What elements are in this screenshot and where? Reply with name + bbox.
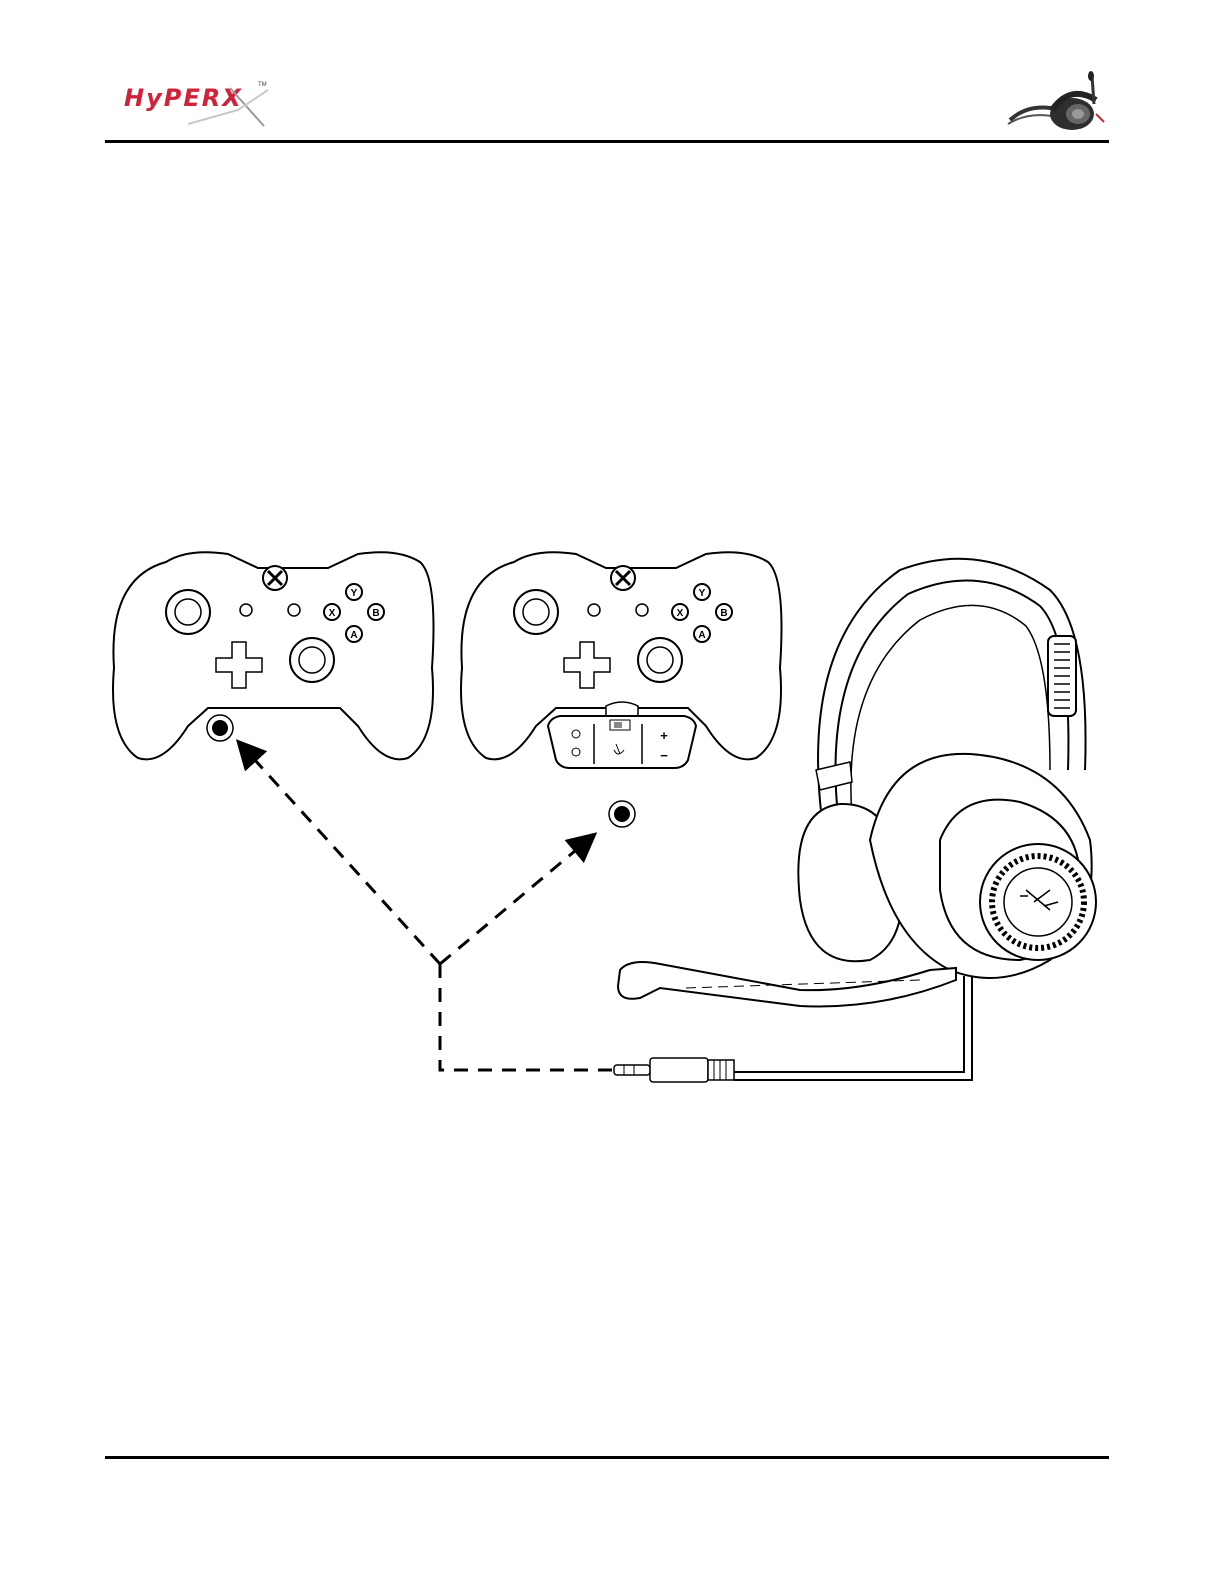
button-y-label: Y: [699, 588, 706, 599]
connection-diagram: Y B X A Y B X: [100, 540, 1120, 1100]
controller-left: Y B X A: [113, 552, 434, 759]
button-x-label: X: [329, 608, 336, 619]
button-b-label: B: [372, 608, 379, 619]
stereo-headset-adapter: + −: [548, 702, 696, 768]
hyperx-logo: HyPERX TM: [118, 80, 278, 130]
footer-rule: [105, 1456, 1109, 1459]
3.5mm-plug-icon: [614, 1058, 734, 1082]
headset-thumbnail-icon: [1000, 70, 1112, 138]
button-x-label: X: [677, 608, 684, 619]
controller-right: Y B X A + −: [461, 552, 782, 827]
volume-down-label: −: [660, 748, 668, 763]
volume-up-label: +: [660, 728, 668, 743]
button-a-label: A: [350, 630, 357, 641]
button-y-label: Y: [351, 588, 358, 599]
header-rule: [105, 140, 1109, 143]
button-b-label: B: [720, 608, 727, 619]
connection-lines: [244, 748, 612, 1070]
logo-x-swoosh-icon: [118, 80, 278, 130]
button-a-label: A: [698, 630, 705, 641]
